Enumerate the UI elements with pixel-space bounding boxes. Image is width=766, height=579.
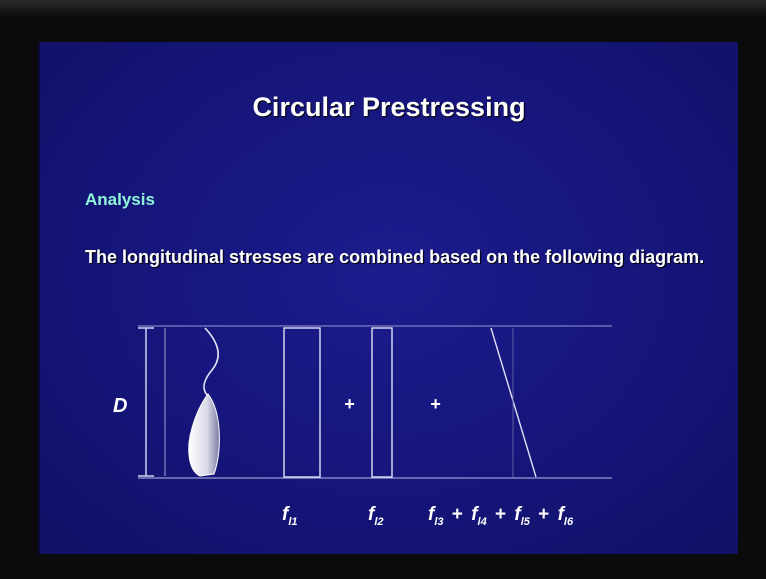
stress-label-fl3-base: f <box>428 504 436 525</box>
stress-label-fl4-sub: l4 <box>478 516 487 528</box>
slide-title: Circular Prestressing <box>252 92 526 122</box>
svg-text:fl2: fl2 <box>368 504 384 528</box>
svg-text:fl3 + fl4 +: fl3 + fl4 + fl5 + fl6 <box>428 504 574 530</box>
stress-label-fl6-sub: l6 <box>564 516 574 528</box>
wall-section-bulb <box>188 393 220 477</box>
stress-block-2 <box>371 327 393 478</box>
stress-label-fl2-sub: l2 <box>374 516 383 528</box>
stress-label-fl2: fl2 <box>368 504 384 528</box>
stress-label-fl1-base: f <box>282 504 290 525</box>
depth-label: D <box>113 395 127 417</box>
video-top-strip <box>0 0 766 18</box>
stress-block-3-left-edge <box>490 327 537 478</box>
stress-label-fl3-sub: l3 <box>434 516 443 528</box>
stress-label-fl5-sub: l5 <box>521 516 531 528</box>
stress-label-fl5-base: f <box>514 504 522 525</box>
stress-label-fl2-base: f <box>368 504 376 525</box>
plus-operator-1: + <box>344 394 355 414</box>
combined-plus-2: + <box>495 504 506 525</box>
slide-paragraph: The longitudinal stresses are combined b… <box>85 247 705 267</box>
stress-label-fl1-sub: l1 <box>288 516 297 528</box>
stress-label-fl1: fl1 <box>282 504 298 528</box>
svg-text:fl1: fl1 <box>282 504 298 528</box>
slide: Circular Prestressing Analysis The longi… <box>38 42 738 554</box>
plus-operator-2: + <box>430 394 441 414</box>
stress-label-combined: fl3 + fl4 + fl5 + fl6 <box>428 504 574 530</box>
stress-label-fl4-base: f <box>471 504 479 525</box>
wall-section-wavy-line <box>203 327 219 397</box>
section-heading: Analysis <box>85 190 155 209</box>
stress-block-1 <box>283 327 321 478</box>
combined-plus-3: + <box>538 504 549 525</box>
combined-plus-1: + <box>452 504 463 525</box>
stress-label-fl6-base: f <box>558 504 566 525</box>
